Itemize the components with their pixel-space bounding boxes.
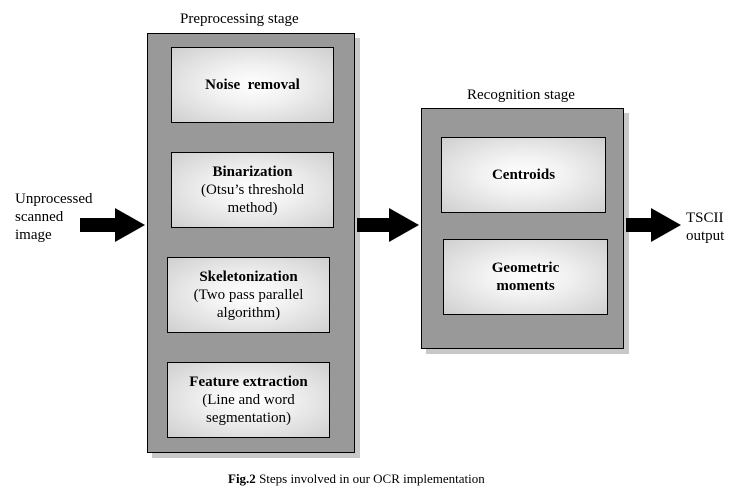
step-title: Binarization — [212, 164, 293, 180]
output-label: TSCII output — [686, 209, 724, 245]
caption-text: Steps involved in our OCR implementation — [255, 471, 485, 486]
step-title: Geometric moments — [491, 260, 560, 294]
recognition-stage-title: Recognition stage — [467, 87, 575, 103]
step-binarization: Binarization (Otsu’s threshold method) — [171, 152, 334, 228]
preprocessing-stage-title: Preprocessing stage — [180, 11, 299, 27]
input-label-line: image — [15, 227, 52, 243]
input-label-line: scanned — [15, 209, 64, 225]
output-label-line: TSCII — [686, 210, 724, 226]
step-feature-extraction: Feature extraction (Line and word segment… — [167, 362, 330, 438]
input-label-line: Unprocessed — [15, 191, 93, 207]
output-label-line: output — [686, 228, 725, 244]
step-title: Skeletonization — [199, 269, 298, 285]
step-detail: (Otsu’s threshold method) — [201, 182, 304, 216]
figure-caption: Fig.2 Steps involved in our OCR implemen… — [228, 470, 485, 488]
step-noise-removal: Noise removal — [171, 47, 334, 123]
step-centroids: Centroids — [441, 137, 606, 213]
arrow-input — [80, 208, 145, 242]
step-detail: (Line and word segmentation) — [202, 392, 295, 426]
step-title: Feature extraction — [189, 374, 308, 390]
step-title: Noise removal — [205, 77, 300, 93]
step-title: Centroids — [491, 167, 556, 183]
arrow-output — [626, 208, 681, 242]
arrow-stage-transition — [357, 208, 419, 242]
caption-prefix: Fig.2 — [228, 471, 256, 486]
step-geometric-moments: Geometric moments — [443, 239, 608, 315]
step-skeletonization: Skeletonization (Two pass parallel algori… — [167, 257, 330, 333]
step-detail: (Two pass parallel algorithm) — [193, 287, 304, 321]
input-label: Unprocessed scanned image — [15, 190, 92, 244]
